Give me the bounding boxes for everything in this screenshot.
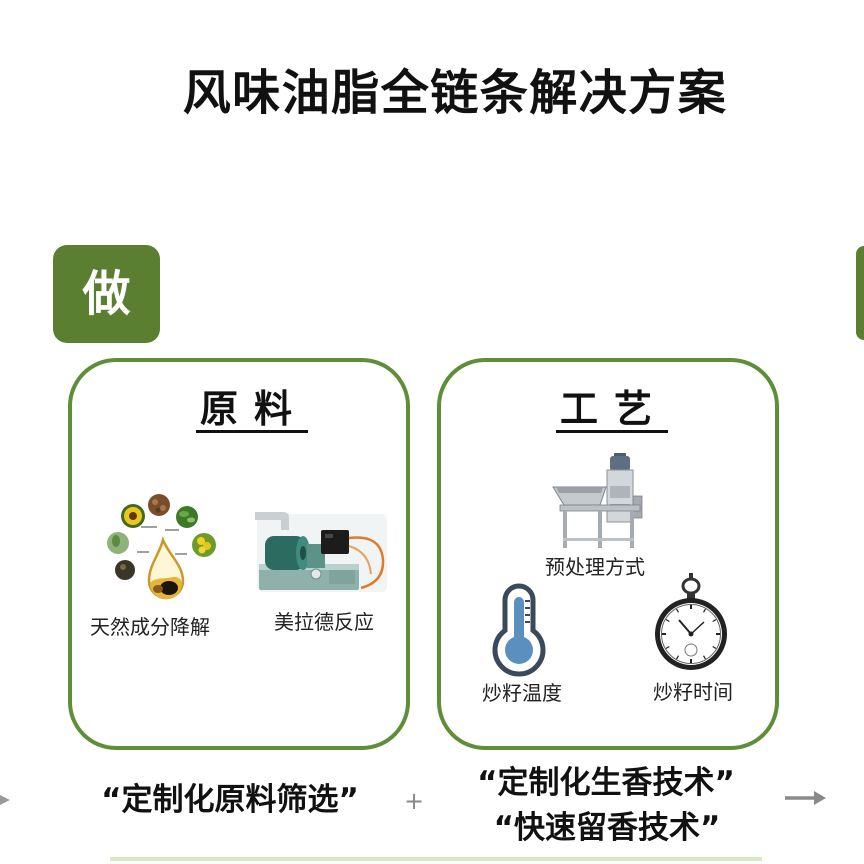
stopwatch-icon <box>655 573 727 670</box>
panel-frame <box>437 358 779 750</box>
panel-heading-raw-materials: 原料 <box>196 388 309 433</box>
caption-process-line-2: “快速留香技术” <box>493 810 721 846</box>
caption-process-line-1: “定制化生香技术” <box>477 765 735 801</box>
caption-raw-material-selection: “定制化原料筛选” <box>101 782 359 818</box>
item-label-pretreatment: 预处理方式 <box>545 555 645 579</box>
natural-ingredients-ring-image <box>107 494 216 600</box>
slide-title: 风味油脂全链条解决方案 <box>182 65 728 121</box>
item-label-natural-degradation: 天然成分降解 <box>90 615 210 639</box>
badge-label: 做 <box>82 266 131 322</box>
right-arrow-icon <box>785 791 826 805</box>
left-edge-arrow-icon <box>0 795 10 805</box>
maillard-reaction-machine-image <box>255 512 387 592</box>
item-label-roast-time: 炒籽时间 <box>653 680 733 704</box>
action-badge: 做 <box>53 245 160 343</box>
bottom-rule <box>110 857 762 861</box>
thermometer-icon <box>492 583 546 677</box>
panel-heading-process: 工艺 <box>556 388 669 433</box>
item-label-maillard: 美拉德反应 <box>274 610 374 634</box>
next-badge-edge <box>856 246 864 340</box>
item-label-roast-temperature: 炒籽温度 <box>482 681 562 705</box>
pretreatment-machine-image <box>552 453 643 548</box>
plus-sign: + <box>403 787 425 815</box>
